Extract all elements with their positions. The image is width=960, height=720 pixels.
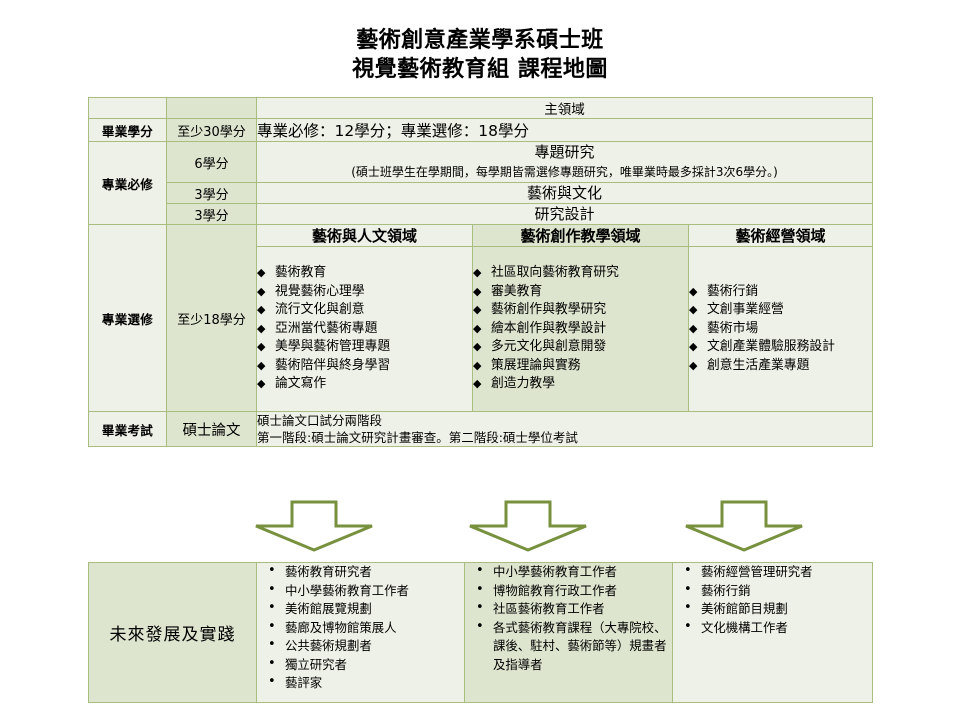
list-item: 藝術行銷	[684, 581, 868, 601]
list-item: 公共藝術規劃者	[268, 636, 460, 656]
credits-elective: 至少18學分	[166, 224, 257, 412]
list-item: 美術館節目規劃	[684, 599, 868, 619]
table-row-required-3: 3學分 研究設計	[89, 203, 874, 225]
domain-header-art-management: 藝術經營領域	[687, 224, 874, 247]
future-list-3: 藝術經營管理研究者 藝術行銷 美術館節目規劃 文化機構工作者	[673, 562, 872, 638]
future-development-table: 未來發展及實踐 藝術教育研究者 中小學藝術教育工作者 美術館展覽規劃 藝廊及博物…	[88, 562, 873, 703]
future-list-1: 藝術教育研究者 中小學藝術教育工作者 美術館展覽規劃 藝廊及博物館策展人 公共藝…	[257, 562, 464, 693]
table-row-elective-headers: 專業選修 至少18學分 藝術與人文領域 藝術創作教學領域 藝術經營領域	[88, 224, 874, 412]
table-row-elective-courses: 藝術教育 視覺藝術心理學 流行文化與創意 亞洲當代藝術專題 美學與藝術管理專題 …	[89, 246, 874, 412]
row-label-graduation-credits: 畢業學分	[88, 118, 167, 142]
table-row-graduation-credits: 畢業學分 至少30學分 專業必修：12學分；專業選修：18學分	[88, 118, 874, 142]
future-column-1: 藝術教育研究者 中小學藝術教育工作者 美術館展覽規劃 藝廊及博物館策展人 公共藝…	[256, 562, 465, 703]
table-row-future-development: 未來發展及實踐 藝術教育研究者 中小學藝術教育工作者 美術館展覽規劃 藝廊及博物…	[88, 562, 873, 703]
course-item: 創意生活產業專題	[689, 357, 872, 376]
title-line-2: 視覺藝術教育組 課程地圖	[352, 57, 608, 82]
course-item: 策展理論與實務	[473, 357, 688, 376]
arrow-connectors	[88, 500, 872, 556]
graduation-credits-detail: 專業必修：12學分；專業選修：18學分	[255, 118, 874, 142]
domain-courses-arts-humanities: 藝術教育 視覺藝術心理學 流行文化與創意 亞洲當代藝術專題 美學與藝術管理專題 …	[256, 246, 473, 412]
course-item: 審美教育	[473, 283, 688, 302]
table-row-required-1: 專業必修 6學分 專題研究 (碩士班學生在學期間，每學期皆需選修專題研究，唯畢業…	[88, 141, 874, 225]
table-row-exam: 畢業考試 碩士論文 碩士論文口試分兩階段 第一階段:碩士論文研究計畫審查。第二階…	[88, 411, 874, 447]
list-item: 藝術教育研究者	[268, 562, 460, 582]
list-item: 中小學藝術教育工作者	[476, 562, 668, 582]
row-label-required: 專業必修	[88, 141, 167, 225]
exam-detail: 碩士論文口試分兩階段 第一階段:碩士論文研究計畫審查。第二階段:碩士學位考試	[255, 411, 874, 447]
domain-courses-art-creation-teaching: 社區取向藝術教育研究 審美教育 藝術創作與教學研究 繪本創作與教學設計 多元文化…	[472, 246, 689, 412]
title-line-1: 藝術創意產業學系碩士班	[356, 28, 604, 53]
course-item: 社區取向藝術教育研究	[473, 264, 688, 283]
required-course-1-note: (碩士班學生在學期間，每學期皆需選修專題研究，唯畢業時最多採計3次6學分。)	[351, 165, 778, 179]
list-item: 博物館教育行政工作者	[476, 581, 668, 601]
future-list-2: 中小學藝術教育工作者 博物館教育行政工作者 社區藝術教育工作者 各式藝術教育課程…	[465, 562, 672, 675]
list-item: 各式藝術教育課程（大專院校、課後、駐村、藝術節等）規畫者及指導者	[476, 618, 668, 675]
course-item: 藝術陪伴與終身學習	[257, 357, 472, 376]
domain-header-art-creation-teaching: 藝術創作教學領域	[472, 224, 689, 247]
course-list-arts-humanities: 藝術教育 視覺藝術心理學 流行文化與創意 亞洲當代藝術專題 美學與藝術管理專題 …	[257, 264, 472, 394]
main-domain-header: 主領域	[255, 97, 874, 119]
exam-type: 碩士論文	[166, 411, 257, 447]
course-item: 文創產業體驗服務設計	[689, 338, 872, 357]
list-item: 文化機構工作者	[684, 618, 868, 638]
course-item: 文創事業經營	[689, 301, 872, 320]
required-course-1: 專題研究 (碩士班學生在學期間，每學期皆需選修專題研究，唯畢業時最多採計3次6學…	[255, 141, 874, 183]
course-item: 亞洲當代藝術專題	[257, 320, 472, 339]
list-item: 社區藝術教育工作者	[476, 599, 668, 619]
future-development-label: 未來發展及實踐	[88, 562, 257, 703]
course-item: 流行文化與創意	[257, 301, 472, 320]
course-list-art-management: 藝術行銷 文創事業經營 藝術市場 文創產業體驗服務設計 創意生活產業專題	[689, 283, 872, 376]
exam-detail-line-1: 碩士論文口試分兩階段	[257, 413, 383, 428]
exam-detail-line-2: 第一階段:碩士論文研究計畫審查。第二階段:碩士學位考試	[257, 430, 578, 445]
table-row-main-domain: 主領域	[88, 97, 874, 119]
curriculum-table: 主領域 畢業學分 至少30學分 專業必修：12學分；專業選修：18學分 專業必修…	[88, 97, 874, 447]
list-item: 藝術經營管理研究者	[684, 562, 868, 582]
required-course-3: 研究設計	[255, 203, 874, 225]
down-arrow-icon	[466, 500, 590, 552]
row-label-exam: 畢業考試	[88, 411, 167, 447]
corner-cell-empty	[88, 97, 167, 119]
course-list-art-creation-teaching: 社區取向藝術教育研究 審美教育 藝術創作與教學研究 繪本創作與教學設計 多元文化…	[473, 264, 688, 394]
course-item: 藝術創作與教學研究	[473, 301, 688, 320]
list-item: 藝評家	[268, 673, 460, 693]
course-item: 美學與藝術管理專題	[257, 338, 472, 357]
required-course-1-name: 專題研究	[534, 143, 595, 161]
domain-courses-art-management: 藝術行銷 文創事業經營 藝術市場 文創產業體驗服務設計 創意生活產業專題	[687, 246, 874, 412]
list-item: 美術館展覽規劃	[268, 599, 460, 619]
down-arrow-icon	[682, 500, 806, 552]
credits-required-2: 3學分	[166, 182, 257, 204]
domain-header-arts-humanities: 藝術與人文領域	[256, 224, 473, 247]
course-item: 藝術行銷	[689, 283, 872, 302]
course-item: 藝術教育	[257, 264, 472, 283]
list-item: 藝廊及博物館策展人	[268, 618, 460, 638]
list-item: 中小學藝術教育工作者	[268, 581, 460, 601]
list-item: 獨立研究者	[268, 655, 460, 675]
future-column-2: 中小學藝術教育工作者 博物館教育行政工作者 社區藝術教育工作者 各式藝術教育課程…	[464, 562, 673, 703]
course-item: 視覺藝術心理學	[257, 283, 472, 302]
course-item: 論文寫作	[257, 375, 472, 394]
course-item: 創造力教學	[473, 375, 688, 394]
table-row-required-2: 3學分 藝術與文化	[89, 182, 874, 204]
course-item: 藝術市場	[689, 320, 872, 339]
corner-cell-credits-empty	[166, 97, 257, 119]
course-item: 繪本創作與教學設計	[473, 320, 688, 339]
row-label-elective: 專業選修	[88, 224, 167, 412]
credits-required-1: 6學分	[166, 141, 257, 183]
credits-graduation: 至少30學分	[166, 118, 257, 142]
page-title: 藝術創意產業學系碩士班 視覺藝術教育組 課程地圖	[0, 26, 960, 84]
down-arrow-icon	[252, 500, 376, 552]
course-item: 多元文化與創意開發	[473, 338, 688, 357]
credits-required-3: 3學分	[166, 203, 257, 225]
required-course-2: 藝術與文化	[255, 182, 874, 204]
future-column-3: 藝術經營管理研究者 藝術行銷 美術館節目規劃 文化機構工作者	[672, 562, 873, 703]
